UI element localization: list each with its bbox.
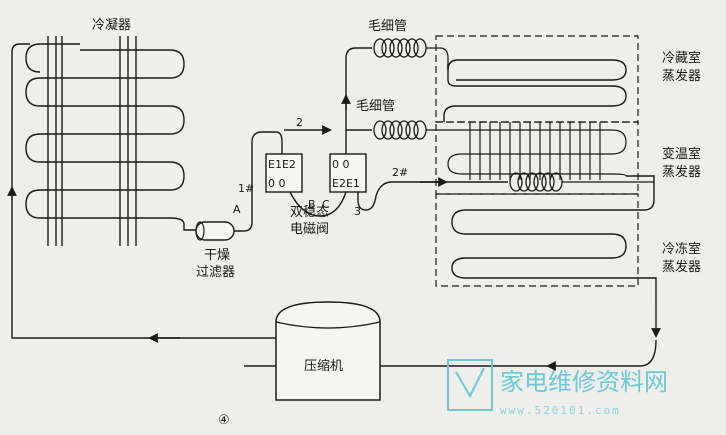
freezer-evaporator-coil bbox=[451, 182, 657, 300]
fridge-evaporator-label-1: 冷藏室 bbox=[662, 50, 701, 66]
capillary-top bbox=[373, 38, 449, 64]
port-label-3: 3 bbox=[354, 205, 361, 218]
port-label-B: B bbox=[308, 198, 316, 211]
port-label-2hash: 2# bbox=[392, 166, 408, 179]
compressor bbox=[275, 301, 381, 401]
dryer-label-2: 过滤器 bbox=[196, 265, 235, 280]
fridge-evaporator-coil bbox=[443, 64, 627, 122]
freezer-evaporator-label-1: 冷冻室 bbox=[662, 241, 701, 257]
freezer-evaporator-label-2: 蒸发器 bbox=[662, 259, 701, 275]
watermark-logo-icon bbox=[447, 359, 493, 411]
port-label-A: A bbox=[233, 203, 241, 216]
variable-to-freezer bbox=[626, 175, 655, 182]
valve-left-top: E1E2 bbox=[268, 158, 296, 171]
port-label-C: C bbox=[322, 198, 330, 211]
valve-label-1: 双稳态 bbox=[290, 204, 329, 220]
valve-to-freezer-capillary bbox=[357, 181, 508, 211]
watermark-title: 家电维修资料网 bbox=[500, 368, 668, 396]
capillary-top-label: 毛细管 bbox=[368, 19, 407, 34]
dryer-to-valve bbox=[234, 131, 276, 232]
fridge-evaporator-coil-2 bbox=[447, 59, 627, 81]
capillary-mid-label: 毛细管 bbox=[356, 99, 395, 114]
valve-label-2: 电磁阀 bbox=[290, 222, 329, 237]
variable-evaporator bbox=[446, 122, 627, 180]
solenoid-valve bbox=[265, 153, 367, 217]
watermark-url: www.520101.com bbox=[500, 404, 621, 417]
valve-left-bottom: 0 0 bbox=[268, 177, 286, 190]
discharge-line bbox=[11, 43, 276, 339]
valve-inlet bbox=[275, 131, 283, 154]
figure-number: ④ bbox=[218, 413, 230, 428]
condenser bbox=[25, 36, 185, 246]
capillary-freezer bbox=[509, 172, 654, 192]
dryer-label-1: 干燥 bbox=[204, 248, 230, 263]
fridge-evaporator-label-2: 蒸发器 bbox=[662, 68, 701, 84]
valve-right-top: 0 0 bbox=[332, 158, 350, 171]
port-label-1: 1# bbox=[238, 182, 254, 195]
capillary-mid bbox=[373, 120, 446, 140]
valve-right-bottom: E2E1 bbox=[332, 177, 360, 190]
compressor-label: 压缩机 bbox=[304, 358, 343, 374]
dryer-filter bbox=[195, 221, 235, 241]
condenser-outlet bbox=[183, 228, 196, 231]
variable-evaporator-label-1: 变温室 bbox=[662, 146, 701, 162]
port-label-2: 2 bbox=[296, 116, 303, 129]
suction-return-arrow bbox=[546, 339, 657, 371]
condenser-label: 冷凝器 bbox=[92, 17, 131, 33]
evaporator-compartments bbox=[435, 35, 639, 287]
valve-to-top-capillary bbox=[345, 47, 372, 154]
variable-evaporator-label-2: 蒸发器 bbox=[662, 164, 701, 180]
